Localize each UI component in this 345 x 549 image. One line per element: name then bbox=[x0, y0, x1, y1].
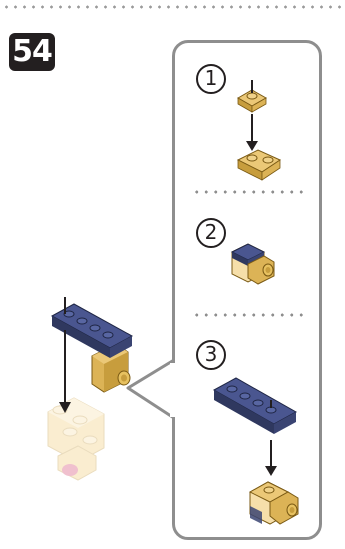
navy-plate-1x4-callout bbox=[214, 378, 296, 434]
combined-block-callout bbox=[250, 482, 298, 524]
